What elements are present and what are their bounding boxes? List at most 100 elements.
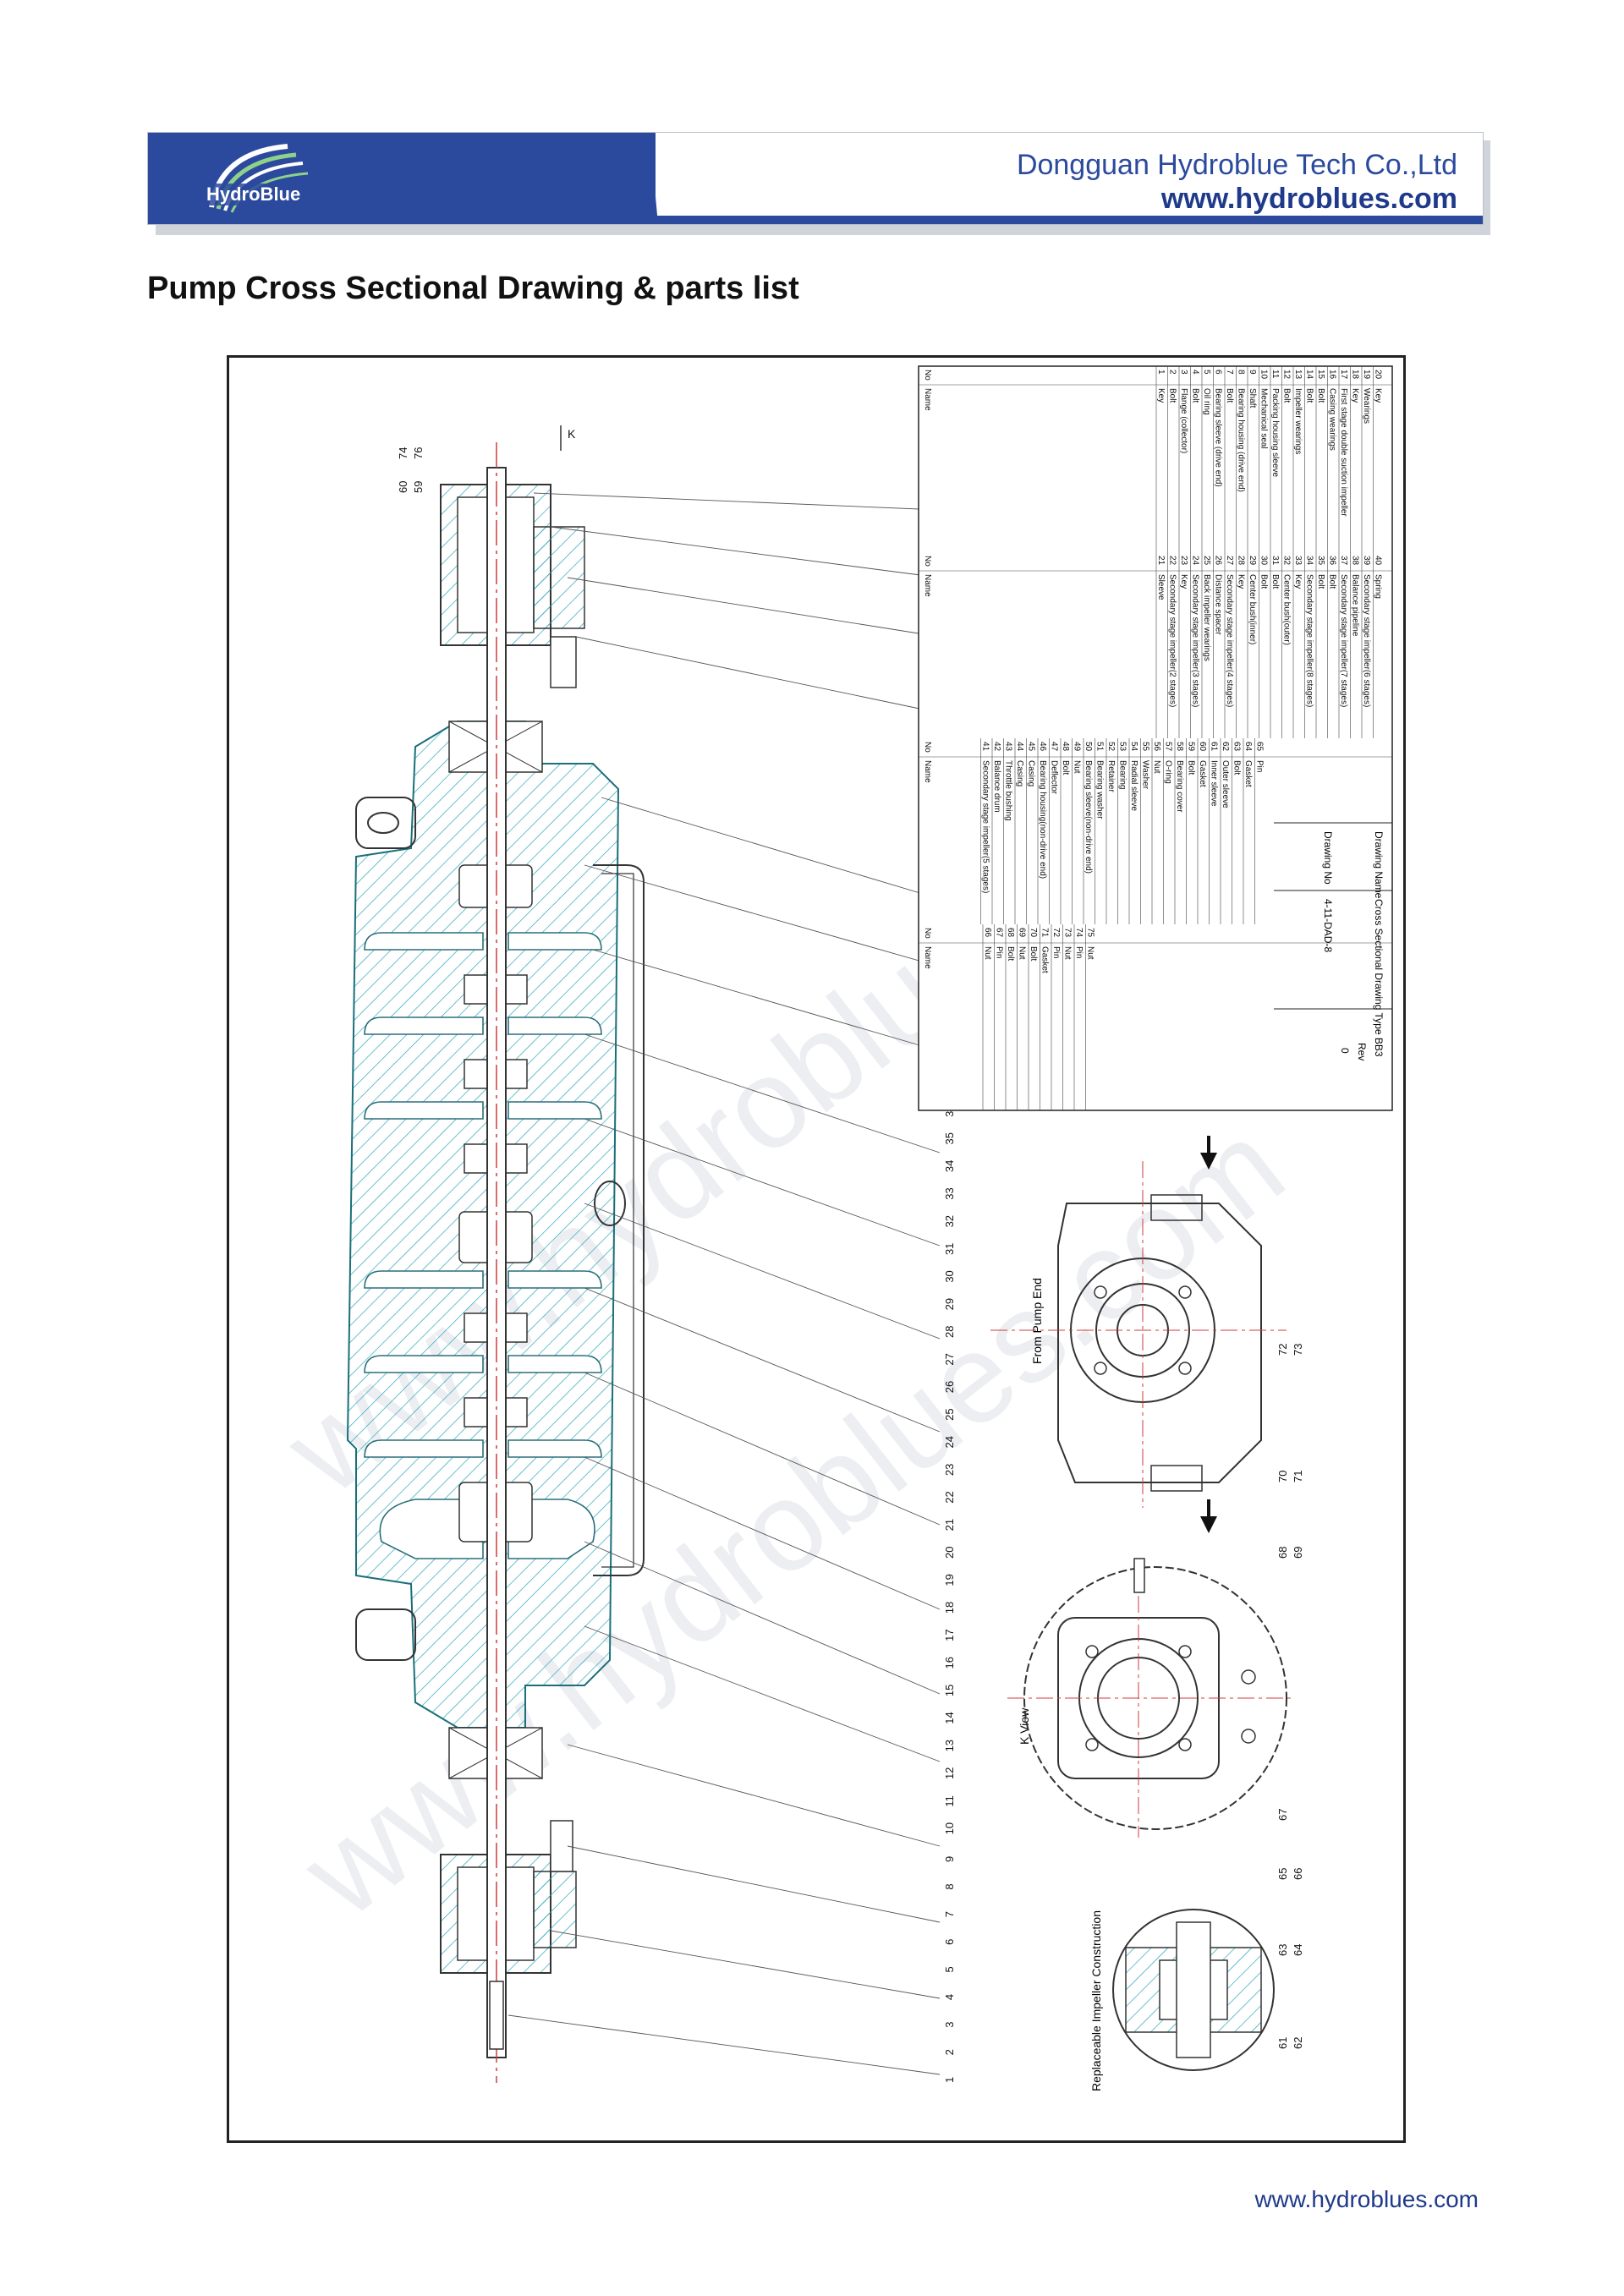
table-cell-no: 5	[1202, 370, 1211, 375]
footer-url: www.hydroblues.com	[1254, 2186, 1479, 2212]
table-cell-no: 36	[1328, 556, 1337, 566]
view-callout-number: 73	[1292, 1344, 1304, 1356]
table-cell-no: 44	[1015, 742, 1024, 752]
table-cell-no: 42	[992, 742, 1001, 752]
table-cell-no: 65	[1255, 742, 1265, 752]
table-cell-name: Secondary stage impeller(4 stages)	[1225, 574, 1234, 707]
drawing-name: Cross Sectional Drawing Type BB3	[1373, 899, 1385, 1057]
table-cell-name: Sleeve	[1156, 574, 1166, 600]
header-box: HydroBlue Dongguan Hydroblue Tech Co.,Lt…	[147, 132, 1484, 225]
table-cell-name: Casing	[1015, 760, 1024, 786]
table-cell-name: Deflector	[1050, 760, 1059, 795]
table-cell-no: 71	[1040, 928, 1050, 938]
pump-cross-section: K 74 76 60 59	[346, 425, 941, 2083]
table-cell-name: Distance spacer	[1214, 574, 1223, 635]
table-cell-no: 57	[1164, 742, 1173, 752]
drawing-no-label: Drawing No	[1322, 831, 1334, 885]
table-cell-no: 33	[1293, 556, 1303, 566]
callout-number: 20	[943, 1547, 956, 1559]
table-cell-no: 23	[1179, 556, 1188, 566]
table-cell-no: 31	[1270, 556, 1280, 566]
table-header-name: Name	[923, 946, 932, 969]
table-cell-name: Outer sleeve	[1221, 760, 1230, 808]
rev-label: Rev	[1356, 1043, 1368, 1060]
table-cell-no: 46	[1038, 742, 1047, 752]
table-cell-name: Secondary stage impeller(8 stages)	[1305, 574, 1314, 707]
table-header-name: Name	[923, 574, 932, 597]
table-cell-name: Bolt	[1232, 760, 1242, 775]
table-cell-name: Key	[1179, 574, 1188, 589]
header-underline	[656, 216, 1483, 224]
table-cell-no: 40	[1374, 556, 1383, 566]
table-cell-name: Key	[1237, 574, 1246, 589]
table-cell-name: Bearing	[1118, 760, 1127, 789]
table-cell-no: 30	[1259, 556, 1269, 566]
callout-number: 21	[943, 1519, 956, 1531]
table-cell-name: Key	[1374, 388, 1383, 403]
table-cell-name: Oil ring	[1202, 388, 1211, 415]
table-cell-no: 9	[1248, 370, 1257, 375]
table-cell-name: Bolt	[1061, 760, 1070, 775]
callout-number: 12	[943, 1767, 956, 1779]
table-cell-no: 72	[1051, 928, 1061, 938]
table-cell-no: 45	[1027, 742, 1036, 752]
table-cell-no: 73	[1063, 928, 1073, 938]
table-cell-no: 37	[1339, 556, 1348, 566]
callout-number: 8	[943, 1883, 956, 1889]
table-cell-name: Mechanical seal	[1259, 388, 1269, 449]
table-cell-no: 27	[1225, 556, 1234, 566]
view-callout-number: 69	[1292, 1547, 1304, 1559]
table-cell-name: Bolt	[1328, 574, 1337, 589]
view-callout-number: 68	[1276, 1547, 1289, 1559]
table-cell-name: Packing housing sleeve	[1270, 388, 1280, 478]
table-cell-name: Nut	[1086, 946, 1095, 960]
table-cell-no: 75	[1086, 928, 1095, 938]
table-cell-name: Key	[1156, 388, 1166, 403]
table-cell-no: 74	[1074, 928, 1084, 938]
replaceable-impeller-view: Replaceable Impeller Construction	[1089, 1909, 1275, 2091]
table-cell-no: 2	[1168, 370, 1177, 375]
table-cell-no: 21	[1156, 556, 1166, 566]
table-cell-no: 68	[1006, 928, 1015, 938]
table-cell-name: Balance drum	[992, 760, 1001, 813]
table-cell-no: 61	[1210, 742, 1219, 752]
rev-value: 0	[1339, 1048, 1351, 1054]
table-cell-no: 58	[1175, 742, 1184, 752]
table-cell-name: Nut	[1063, 946, 1073, 960]
bearing-housing-top	[440, 484, 585, 688]
table-cell-no: 22	[1168, 556, 1177, 566]
view-callout-number: 70	[1276, 1471, 1289, 1482]
table-cell-name: Center bush(outer)	[1282, 574, 1292, 645]
table-cell-name: O-ring	[1164, 760, 1173, 784]
balance-pipeline	[593, 864, 645, 1576]
callout-number: 17	[943, 1629, 956, 1641]
table-cell-name: Bolt	[1316, 388, 1325, 403]
table-cell-no: 24	[1191, 556, 1200, 566]
callout-number: 23	[943, 1464, 956, 1476]
table-cell-no: 43	[1004, 742, 1013, 752]
table-cell-name: Key	[1293, 574, 1303, 589]
table-cell-name: Bolt	[1282, 388, 1292, 403]
drawing-frame: www.hydroblues.com www.hydroblues.com	[227, 355, 1406, 2143]
callout-number: 31	[943, 1243, 956, 1255]
table-cell-no: 20	[1374, 370, 1383, 380]
view-callout-number: 67	[1276, 1809, 1289, 1821]
table-cell-no: 70	[1029, 928, 1038, 938]
header-stripes	[499, 133, 658, 224]
table-header-no: No	[923, 370, 932, 381]
table-cell-no: 35	[1316, 556, 1325, 566]
callout-number: 3	[943, 2022, 956, 2028]
table-cell-name: Nut	[983, 946, 992, 960]
callout-60: 60	[397, 481, 409, 493]
table-cell-name: Retainer	[1106, 760, 1116, 792]
table-cell-no: 50	[1084, 742, 1093, 752]
table-cell-no: 16	[1328, 370, 1337, 380]
hydroblue-logo-icon: HydroBlue	[200, 144, 326, 213]
callout-number: 4	[943, 1994, 956, 2000]
table-cell-no: 64	[1243, 742, 1253, 752]
callout-number: 24	[943, 1436, 956, 1448]
table-cell-name: Pin	[995, 946, 1004, 958]
view-callout-number: 63	[1276, 1944, 1289, 1956]
